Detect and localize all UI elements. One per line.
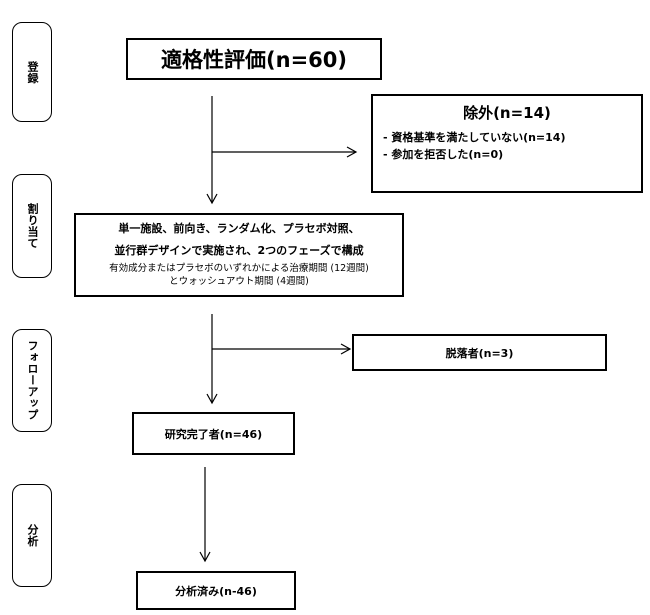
phase-follow-up-text: フォローアップ — [26, 340, 39, 421]
phase-enrollment-text: 登録 — [26, 60, 39, 84]
completed-text: 研究完了者(n=46) — [164, 427, 263, 441]
phase-analysis-text: 分析 — [26, 524, 39, 547]
allocation-line-3: 有効成分またはプラセボのいずれかによる治療期間 (12週間) — [109, 263, 369, 274]
analyzed-box: 分析済み(n-46) — [136, 571, 296, 610]
excluded-box: 除外(n=14) - 資格基準を満たしていない(n=14) - 参加を拒否した(… — [371, 94, 643, 193]
phase-label-enrollment: 登録 — [12, 22, 52, 122]
analyzed-text: 分析済み(n-46) — [175, 584, 257, 598]
allocation-line-2: 並行群デザインで実施され、2つのフェーズで構成 — [114, 244, 364, 257]
allocation-line-4: とウォッシュアウト期間 (4週間) — [169, 276, 309, 287]
dropout-text: 脱落者(n=3) — [445, 346, 514, 360]
excluded-title: 除外(n=14) — [463, 104, 551, 122]
allocation-line-1: 単一施設、前向き、ランダム化、プラセボ対照、 — [118, 222, 360, 235]
phase-label-follow-up: フォローアップ — [12, 329, 52, 432]
completed-box: 研究完了者(n=46) — [132, 412, 295, 455]
eligibility-text: 適格性評価(n=60) — [161, 48, 347, 72]
dropout-box: 脱落者(n=3) — [352, 334, 607, 371]
phase-allocation-text: 割り当て — [26, 203, 39, 249]
eligibility-box: 適格性評価(n=60) — [126, 38, 382, 80]
phase-label-allocation: 割り当て — [12, 174, 52, 278]
phase-label-analysis: 分析 — [12, 484, 52, 587]
allocation-box: 単一施設、前向き、ランダム化、プラセボ対照、 並行群デザインで実施され、2つのフ… — [74, 213, 404, 297]
excluded-item-declined: - 参加を拒否した(n=0) — [383, 148, 504, 161]
excluded-item-criteria: - 資格基準を満たしていない(n=14) — [383, 131, 566, 144]
